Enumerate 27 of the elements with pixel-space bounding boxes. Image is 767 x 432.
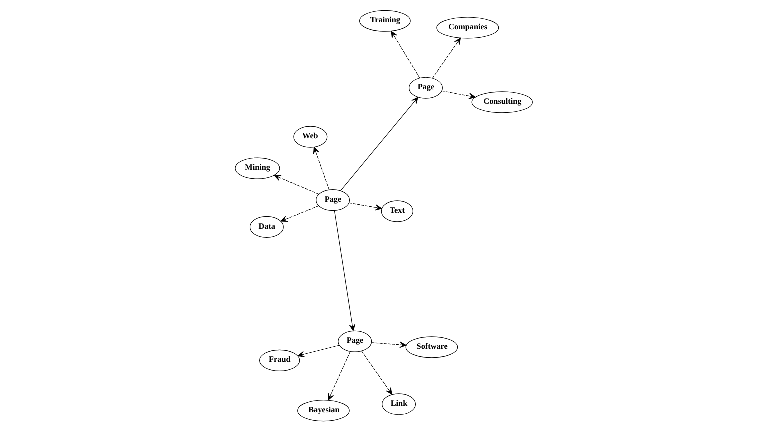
- node-ellipse: Page: [408, 77, 442, 99]
- arrow: [348, 202, 382, 211]
- node-ellipse: Page: [338, 330, 372, 352]
- arrow: [370, 342, 406, 348]
- arrow: [297, 345, 340, 358]
- arrow: [334, 210, 356, 332]
- arrow: [274, 175, 319, 195]
- node-ellipse: Training: [359, 10, 410, 32]
- node-ellipse: Link: [382, 394, 416, 416]
- node-ellipse: Fraud: [259, 350, 300, 372]
- node-ellipse: Data: [249, 216, 284, 238]
- arrow: [361, 351, 392, 395]
- node-ellipse: Web: [293, 126, 328, 148]
- node-ellipse: Software: [405, 336, 458, 358]
- node-ellipse: Consulting: [471, 92, 532, 114]
- node-ellipse: Text: [380, 200, 413, 222]
- arrow: [340, 97, 418, 192]
- arrow: [432, 38, 461, 79]
- node-ellipse: Bayesian: [297, 400, 350, 422]
- node-ellipse: Page: [316, 190, 350, 212]
- arrow: [280, 206, 319, 222]
- arrow: [441, 90, 476, 100]
- node-ellipse: Mining: [234, 158, 280, 180]
- node-ellipse: Companies: [436, 17, 499, 39]
- arrow: [390, 31, 420, 79]
- arrow: [328, 352, 350, 401]
- arrow: [312, 147, 330, 190]
